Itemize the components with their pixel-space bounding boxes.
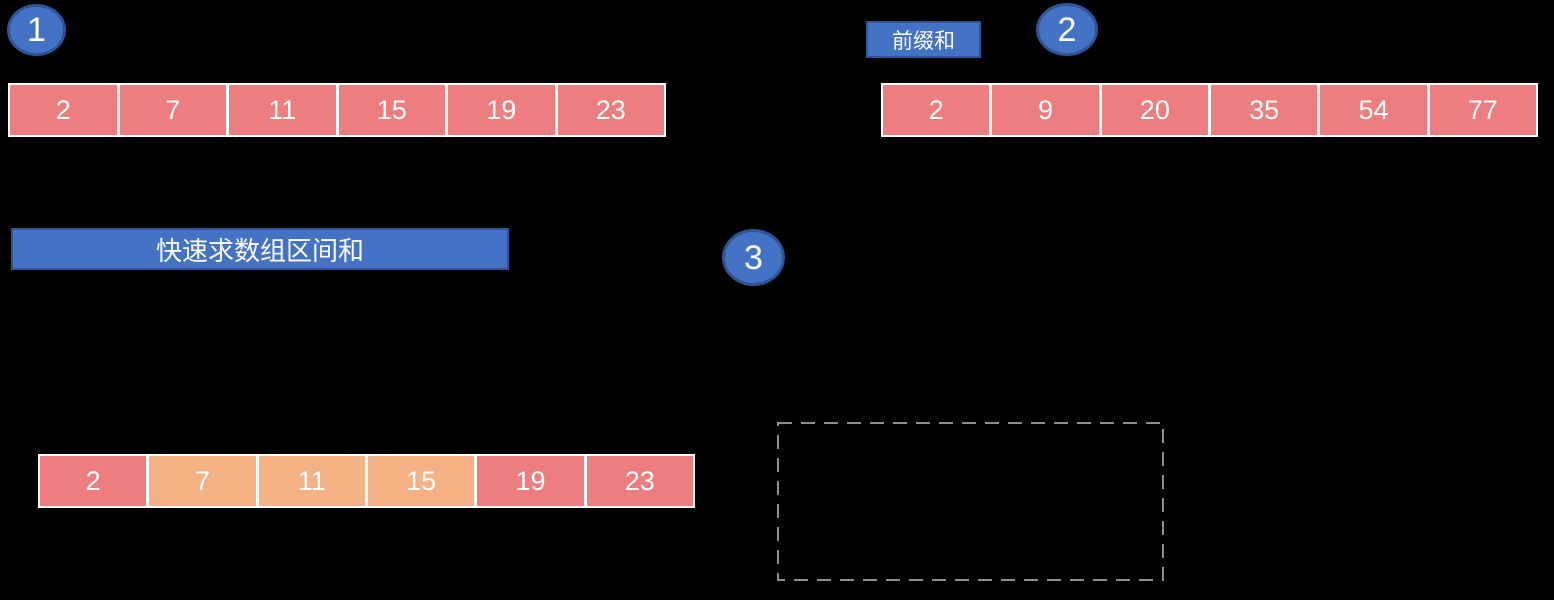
- original-array: 2 7 11 15 19 23: [8, 83, 666, 137]
- prefix-sum-array-cell: 2: [883, 85, 990, 135]
- step-3-badge-label: 3: [744, 238, 763, 277]
- step-2-badge-label: 2: [1057, 10, 1077, 49]
- prefix-sum-array-cell: 20: [1098, 85, 1208, 135]
- range-example-array-cell: 2: [40, 456, 147, 506]
- range-example-array-cell: 7: [146, 456, 256, 506]
- range-example-array-cell: 19: [474, 456, 584, 506]
- dashed-placeholder-box: [777, 422, 1164, 581]
- original-array-cell: 23: [554, 85, 664, 135]
- original-array-cell: 19: [445, 85, 555, 135]
- prefix-sum-array-cell: 35: [1207, 85, 1318, 135]
- original-array-cell: 11: [226, 85, 336, 135]
- prefix-sum-array-cell: 9: [989, 85, 1099, 135]
- prefix-sum-label: 前缀和: [866, 21, 981, 58]
- range-example-array: 2 7 11 15 19 23: [38, 454, 695, 508]
- step-2-badge: 2: [1036, 3, 1098, 56]
- step-1-badge: 1: [7, 4, 66, 56]
- range-example-array-cell: 15: [364, 456, 475, 506]
- original-array-cell: 7: [116, 85, 226, 135]
- prefix-sum-array-cell: 77: [1426, 85, 1536, 135]
- prefix-sum-array: 2 9 20 35 54 77: [881, 83, 1538, 137]
- range-example-array-cell: 11: [255, 456, 365, 506]
- step-1-badge-label: 1: [27, 11, 46, 49]
- dashed-border: [777, 422, 1164, 581]
- original-array-cell: 15: [335, 85, 445, 135]
- step-3-badge: 3: [722, 229, 785, 286]
- prefix-sum-array-cell: 54: [1317, 85, 1427, 135]
- original-array-cell: 2: [10, 85, 117, 135]
- range-sum-title: 快速求数组区间和: [11, 228, 509, 270]
- range-example-array-cell: 23: [583, 456, 693, 506]
